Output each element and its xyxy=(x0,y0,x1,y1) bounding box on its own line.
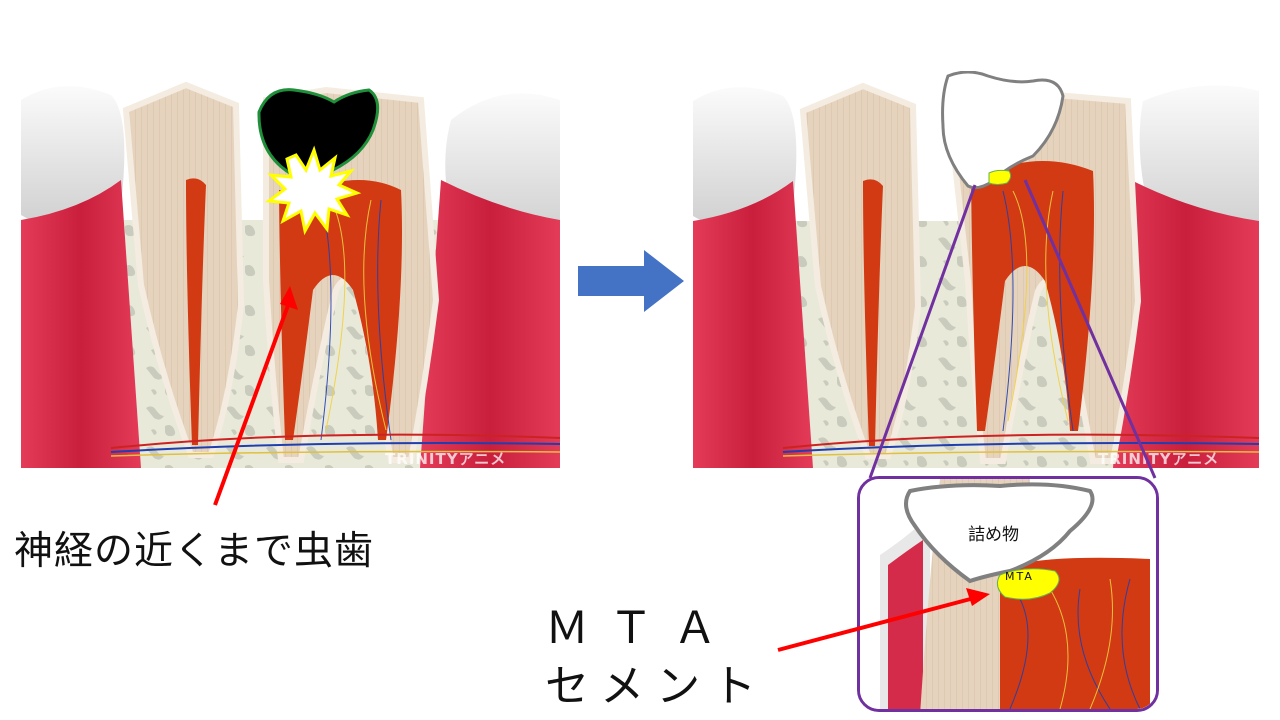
caption-caries-near-nerve: 神経の近くまで虫歯 xyxy=(14,529,375,574)
filling-label: 詰め物 xyxy=(968,525,1019,545)
watermark-after: TRINITYアニメ xyxy=(1098,450,1220,468)
caption-mta-line2: セメント xyxy=(545,661,769,712)
tooth-illustration-after: TRINITYアニメ xyxy=(693,71,1259,468)
right-arrow-icon xyxy=(578,250,684,312)
mta-label: MTA xyxy=(1005,570,1034,583)
zoomed-tooth-detail xyxy=(860,479,1156,709)
tooth-cross-section-after xyxy=(693,71,1259,468)
tooth-cross-section-before xyxy=(21,81,560,468)
watermark-before: TRINITYアニメ xyxy=(385,450,507,468)
zoom-inset xyxy=(857,476,1159,712)
caption-mta-line1: ＭＴＡ xyxy=(545,603,737,654)
tooth-illustration-before: TRINITYアニメ xyxy=(21,80,560,468)
